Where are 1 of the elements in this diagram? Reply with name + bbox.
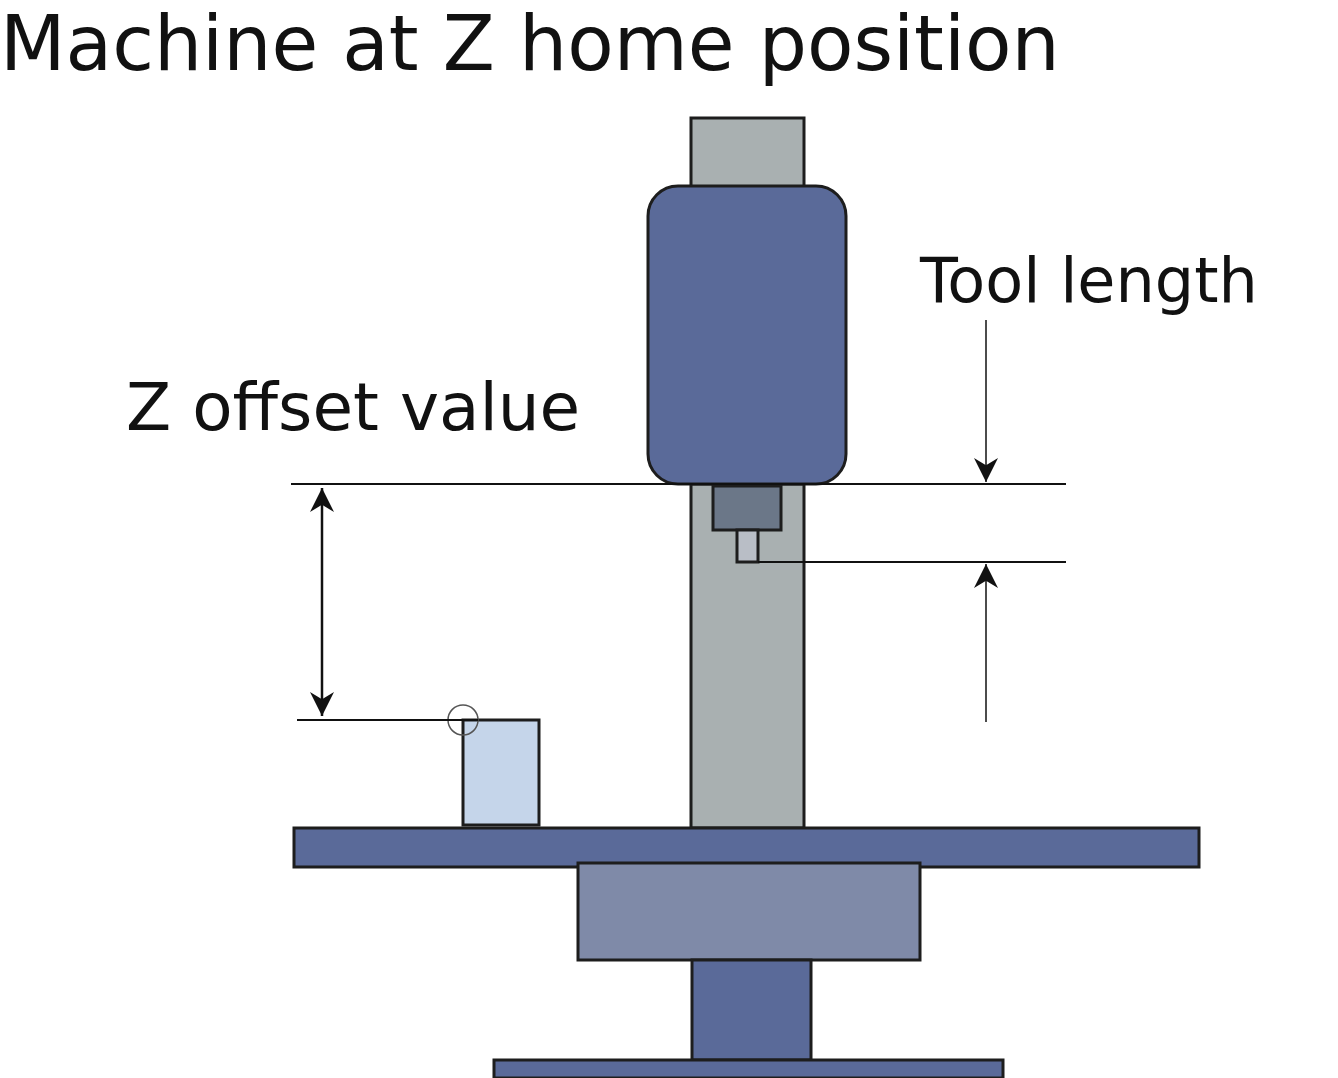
dimension-label: Z offset value (126, 375, 581, 441)
